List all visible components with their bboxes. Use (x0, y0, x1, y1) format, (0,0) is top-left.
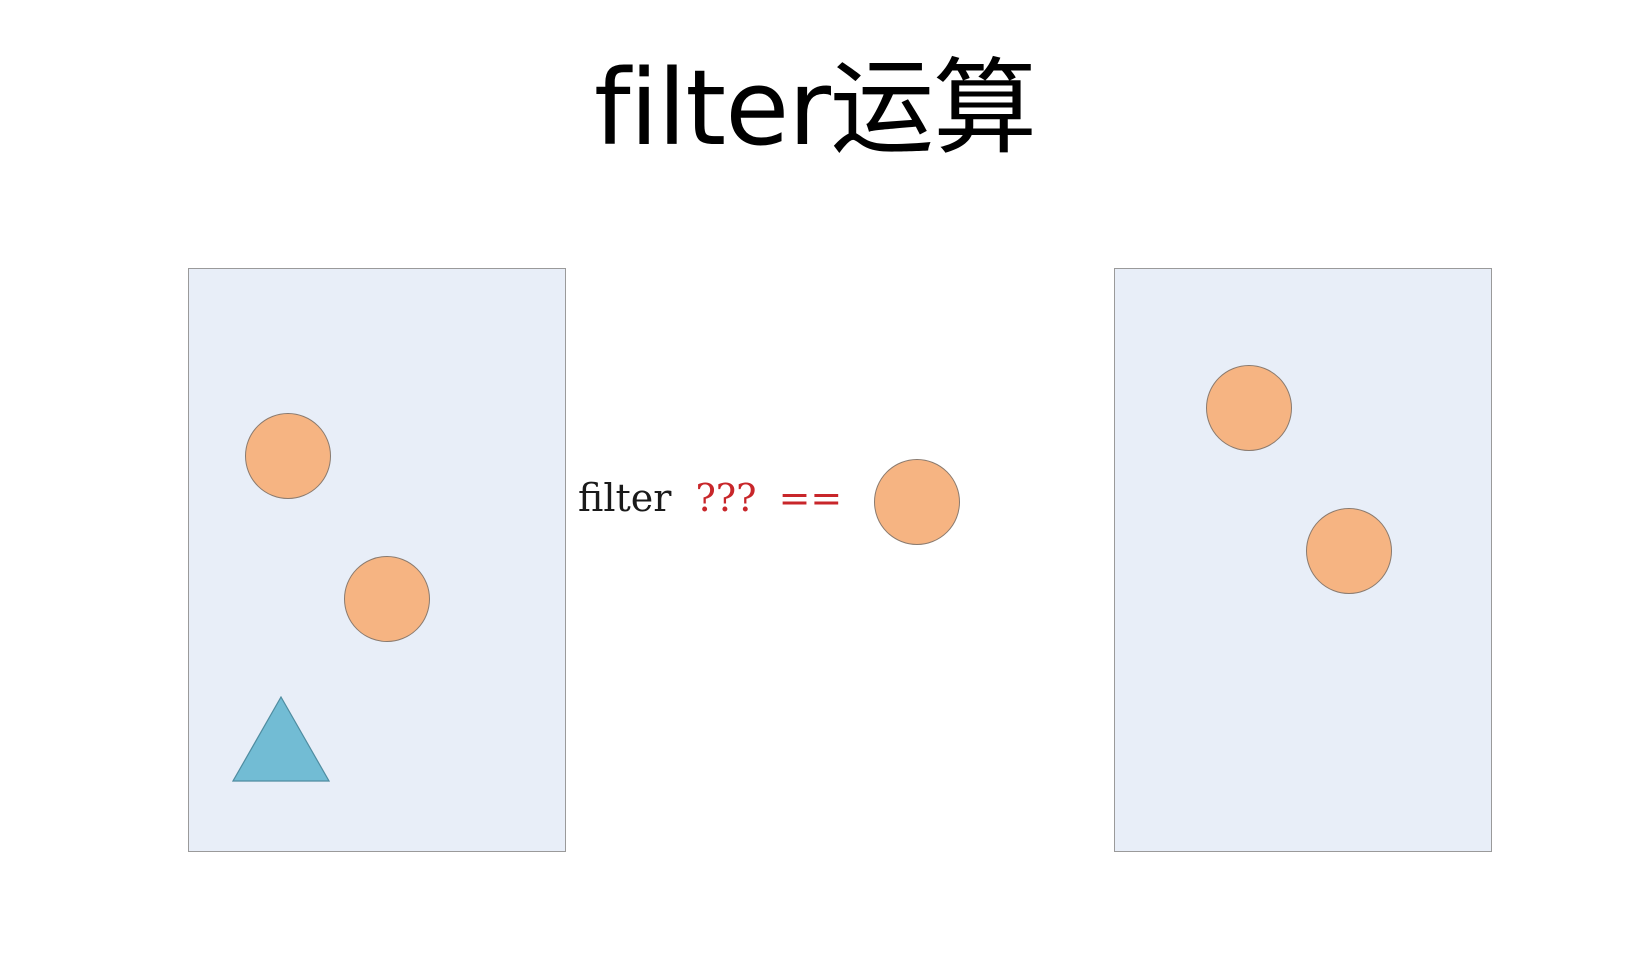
output-collection-panel (1114, 268, 1492, 852)
filter-condition-placeholder: ??? (695, 476, 757, 520)
orange-circle-icon (874, 459, 960, 545)
filter-keyword: filter (578, 476, 672, 520)
equality-operator: == (778, 476, 843, 520)
slide-title: filter运算 (594, 47, 1037, 169)
orange-circle-icon (1206, 365, 1292, 451)
filter-expression: filter ??? == (578, 468, 842, 528)
orange-circle-icon (245, 413, 331, 499)
orange-circle-icon (344, 556, 430, 642)
blue-triangle-icon (232, 696, 330, 782)
input-collection-panel (188, 268, 566, 852)
orange-circle-icon (1306, 508, 1392, 594)
